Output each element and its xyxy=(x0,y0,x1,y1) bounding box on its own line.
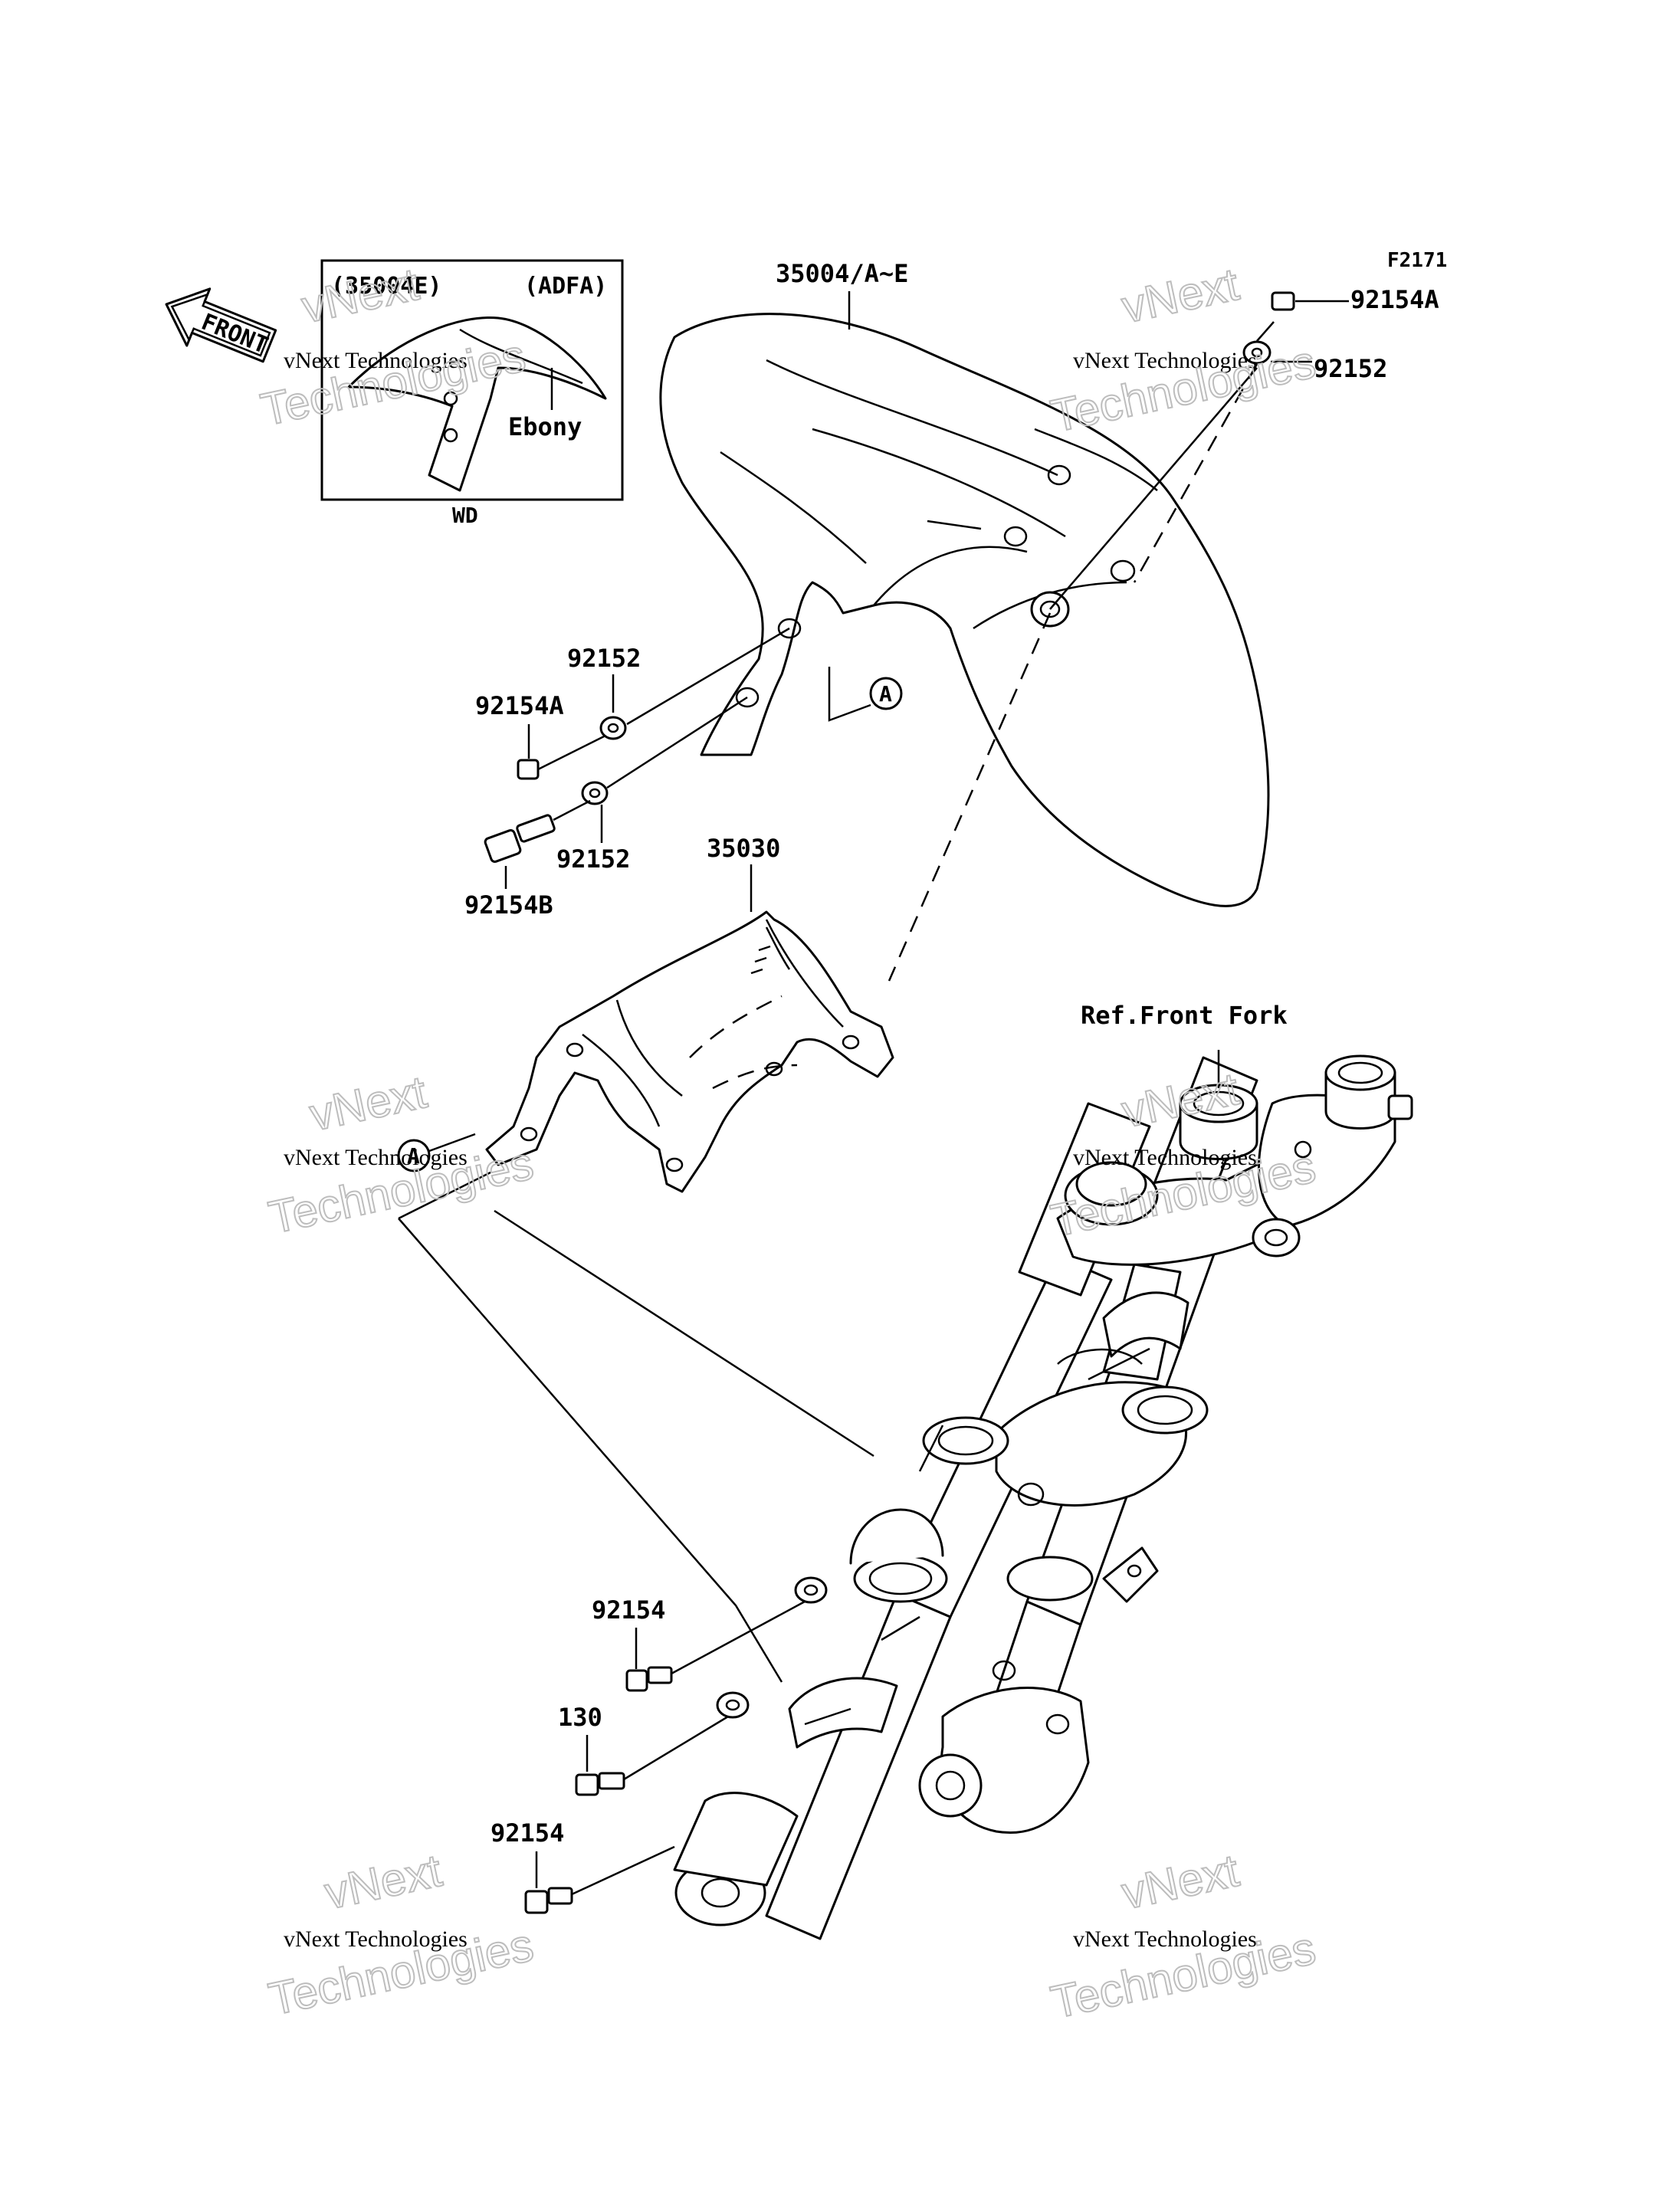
bolt-92154a-top xyxy=(1271,291,1349,311)
front-fender xyxy=(659,313,1270,982)
inset-color-label: Ebony xyxy=(508,412,582,441)
spacer-bolt-92154b xyxy=(484,799,591,863)
washer-lower-1 xyxy=(794,1576,828,1604)
watermark-5: vNext vNext Technologies Technologies xyxy=(264,1844,539,2026)
svg-text:vNext Technologies: vNext Technologies xyxy=(284,1926,468,1952)
svg-text:vNext: vNext xyxy=(320,1844,446,1919)
svg-text:vNext: vNext xyxy=(1117,1844,1243,1919)
label-spacer-bolt: 92154B xyxy=(464,890,553,920)
label-bolt-lower-3: 92154 xyxy=(491,1818,564,1848)
front-arrow-icon: FRONT xyxy=(165,287,277,363)
inset-caption: WD xyxy=(452,503,478,528)
svg-text:vNext Technologies: vNext Technologies xyxy=(1073,1926,1257,1952)
watermark-2: vNext vNext Technologies Technologies xyxy=(1045,257,1321,443)
svg-text:vNext Technologies: vNext Technologies xyxy=(284,348,468,373)
leader-bracket-to-fork xyxy=(398,1218,783,1683)
washer-92152-top xyxy=(1133,321,1312,583)
svg-text:vNext: vNext xyxy=(1117,258,1243,333)
bolt-92154a-left xyxy=(517,734,606,780)
label-washer-top-right: 92152 xyxy=(1314,354,1387,383)
reference-mark-a-upper: A xyxy=(828,667,903,722)
bolt-130 xyxy=(575,1715,729,1796)
watermark-6: vNext vNext Technologies Technologies xyxy=(1045,1844,1321,2029)
label-ref-front-fork: Ref.Front Fork xyxy=(1081,1001,1288,1030)
svg-text:vNext Technologies: vNext Technologies xyxy=(1073,348,1257,373)
front-fork xyxy=(673,1054,1413,1940)
bolt-92154-lower-3 xyxy=(524,1845,675,1914)
svg-text:vNext Technologies: vNext Technologies xyxy=(1073,1145,1257,1170)
inset-part-code: (35004E) xyxy=(331,273,442,300)
fender-bracket xyxy=(485,910,894,1193)
reference-mark-a-lower: A xyxy=(397,1133,476,1172)
label-washer-left-lower: 92152 xyxy=(556,844,630,874)
reference-mark-lower-text: A xyxy=(407,1143,420,1169)
bolt-92154-lower-1 xyxy=(625,1600,806,1692)
washer-92152-left-lower xyxy=(581,696,748,805)
label-washer-left-upper: 92152 xyxy=(567,644,641,673)
label-bolt-lower-1: 92154 xyxy=(592,1595,665,1625)
inset-box: (35004E) (ADFA) Ebony WD xyxy=(320,259,624,528)
washer-lower-2 xyxy=(716,1691,750,1719)
label-bracket: 35030 xyxy=(707,834,780,863)
label-bolt-lower-2: 130 xyxy=(558,1703,602,1732)
inset-fender xyxy=(347,316,607,492)
svg-text:vNext Technologies: vNext Technologies xyxy=(284,1145,468,1170)
label-bolt-top-right: 92154A xyxy=(1350,285,1439,314)
washer-92152-left-upper xyxy=(599,627,790,740)
inset-model-code: (ADFA) xyxy=(524,273,607,300)
reference-mark-upper-text: A xyxy=(879,681,892,707)
label-bolt-left: 92154A xyxy=(475,691,564,720)
figure-code: F2171 xyxy=(1387,249,1447,272)
label-front-fender: 35004/A~E xyxy=(776,259,908,288)
svg-text:vNext: vNext xyxy=(305,1066,431,1140)
